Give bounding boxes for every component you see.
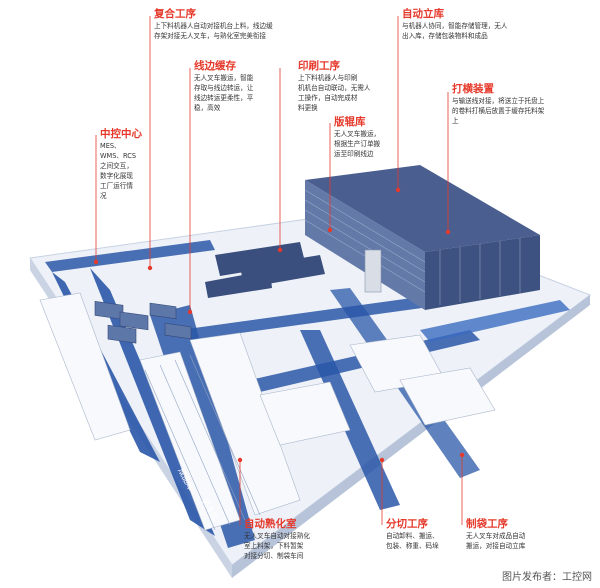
callout-title: 自动立库: [402, 8, 444, 20]
callout-desc: 无人叉车搬运，智能 存取与线边转运，让 线边转运更柔性，平 稳，高效: [194, 74, 254, 112]
aisle: [300, 330, 400, 510]
callout-line-buffer: 线边缓存 无人叉车搬运，智能 存取与线边转运，让 线边转运更柔性，平 稳，高效: [194, 60, 253, 113]
callout-title: 中控中心: [100, 128, 142, 140]
callout-slitting-process: 分切工序 自动卸料、搬运、 包装、称重、码垛: [386, 518, 439, 551]
callout-title: 版辊库: [334, 116, 366, 128]
callout-desc: 无人叉车对成品自动 搬运，对接自动立库: [466, 532, 526, 550]
callout-title: 印刷工序: [298, 60, 340, 72]
printing-line: [205, 242, 325, 298]
leader-lines: [95, 16, 463, 525]
callout-bag-making: 制袋工序 无人叉车对成品自动 搬运，对接自动立库: [466, 518, 525, 551]
image-credit: 图片发布者：工控网: [502, 572, 592, 583]
callout-desc: 自动卸料、搬运、 包装、称重、码垛: [386, 532, 439, 550]
aisle: [45, 240, 215, 272]
callout-desc: 上下料机器人自动对接机台上料，线边缓 存架对接无人叉车，与熟化室完美衔接: [154, 22, 273, 40]
callout-tipping-device: 打横装置 与输送线对接，将送立于托盘上 的卷料打横后放置于缓存托料架 上: [452, 83, 544, 126]
callout-title: 自动熟化室: [244, 518, 297, 530]
callout-ripening-room: 自动熟化室 无人叉车自动对接熟化 室上料架，下料暂架 对接分切、制袋车间: [244, 518, 310, 561]
automatic-warehouse: [304, 165, 540, 310]
floor-edge-right: [232, 295, 590, 578]
callout-control-center: 中控中心 MES、 WMS、RCS 之间交互， 数字化展现 工厂运行情 况: [100, 128, 142, 201]
white-racks: [39, 292, 496, 531]
callout-desc: 无人叉车自动对接熟化 室上料架，下料暂架 对接分切、制袋车间: [244, 532, 310, 560]
machine-rows: [94, 301, 192, 344]
callout-title: 打横装置: [452, 83, 494, 95]
callout-compound-process: 复合工序 上下料机器人自动对接机台上料，线边缓 存架对接无人叉车，与熟化室完美衔…: [154, 8, 273, 41]
callout-title: 复合工序: [154, 8, 196, 20]
ripening-room-grid: [144, 354, 261, 531]
aisle: [180, 290, 480, 340]
callout-desc: 与机器人协同，智能存储管理，无人 出入库，存储包装物料和成品: [402, 22, 508, 40]
callout-desc: 与输送线对接，将送立于托盘上 的卷料打横后放置于缓存托料架 上: [452, 97, 545, 125]
aisle: [420, 300, 570, 342]
callout-automatic-warehouse: 自动立库 与机器人协同，智能存储管理，无人 出入库，存储包装物料和成品: [402, 8, 508, 41]
callout-title: 分切工序: [386, 518, 428, 530]
callout-title: 线边缓存: [194, 60, 236, 72]
leader-dots: [93, 187, 465, 463]
callout-desc: 上下料机器人与印刷 机机台自动联动，无需人 工操作，自动完成材 料更换: [298, 74, 371, 112]
callout-desc: 无人叉车搬运， 根据生产订单搬 运至印刷线边: [334, 130, 381, 158]
callout-title: 制袋工序: [466, 518, 508, 530]
callout-plate-roller-store: 版辊库 无人叉车搬运， 根据生产订单搬 运至印刷线边: [334, 116, 380, 159]
callout-printing-process: 印刷工序 上下料机器人与印刷 机机台自动联动，无需人 工操作，自动完成材 料更换: [298, 60, 371, 113]
callout-desc: MES、 WMS、RCS 之间交互， 数字化展现 工厂运行情 况: [100, 142, 137, 200]
